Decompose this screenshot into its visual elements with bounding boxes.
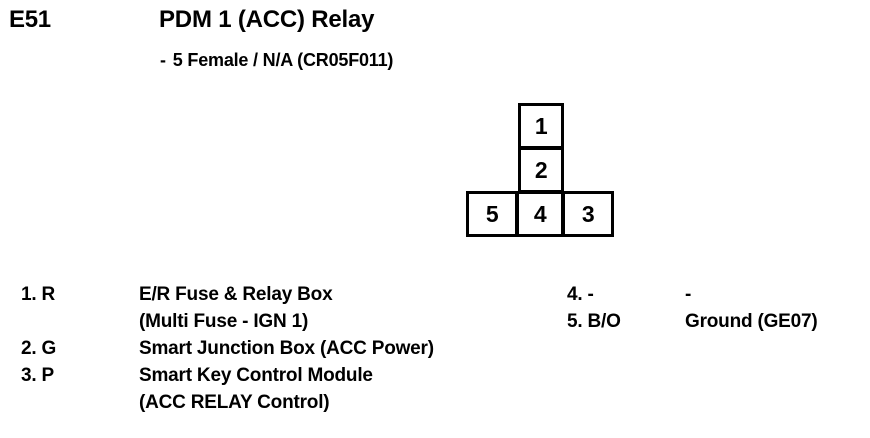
pin-row: 1. R E/R Fuse & Relay Box	[21, 281, 541, 308]
pin-list-right: 4. - - 5. B/O Ground (GE07)	[567, 281, 867, 335]
connector-subtitle: -5 Female / N/A (CR05F011)	[160, 51, 393, 69]
pin-cell-5: 5	[466, 191, 518, 237]
pin-ref: 4. -	[567, 284, 594, 305]
pin-ref: 3. P	[21, 365, 54, 386]
connector-code: E51	[9, 6, 51, 33]
pin-desc-continuation: (Multi Fuse - IGN 1)	[139, 311, 309, 332]
pin-list-left: 1. R E/R Fuse & Relay Box (Multi Fuse - I…	[21, 281, 541, 416]
pin-cell-1: 1	[518, 103, 564, 149]
connector-title: PDM 1 (ACC) Relay	[159, 6, 375, 33]
pin-desc: Ground (GE07)	[685, 311, 818, 332]
pin-desc: -	[685, 284, 692, 305]
pin-row: 3. P Smart Key Control Module	[21, 362, 541, 389]
pin-row: 2. G Smart Junction Box (ACC Power)	[21, 335, 541, 362]
pin-ref: 1. R	[21, 284, 56, 305]
pin-desc: Smart Junction Box (ACC Power)	[139, 338, 434, 359]
subtitle-text: 5 Female / N/A (CR05F011)	[172, 50, 394, 70]
pin-desc: Smart Key Control Module	[139, 365, 373, 386]
pin-ref: 5. B/O	[567, 311, 621, 332]
pin-ref: 2. G	[21, 338, 57, 359]
pin-cell-4: 4	[516, 191, 564, 237]
pin-row-continuation: (ACC RELAY Control)	[21, 389, 541, 416]
pin-row-continuation: (Multi Fuse - IGN 1)	[21, 308, 541, 335]
pin-row: 4. - -	[567, 281, 867, 308]
pinout-diagram: 1 2 5 4 3	[466, 103, 614, 237]
subtitle-dash: -	[160, 50, 166, 70]
pin-cell-2: 2	[518, 147, 564, 193]
pin-cell-3: 3	[562, 191, 614, 237]
pin-desc-continuation: (ACC RELAY Control)	[139, 392, 330, 413]
pin-row: 5. B/O Ground (GE07)	[567, 308, 867, 335]
pin-desc: E/R Fuse & Relay Box	[139, 284, 333, 305]
